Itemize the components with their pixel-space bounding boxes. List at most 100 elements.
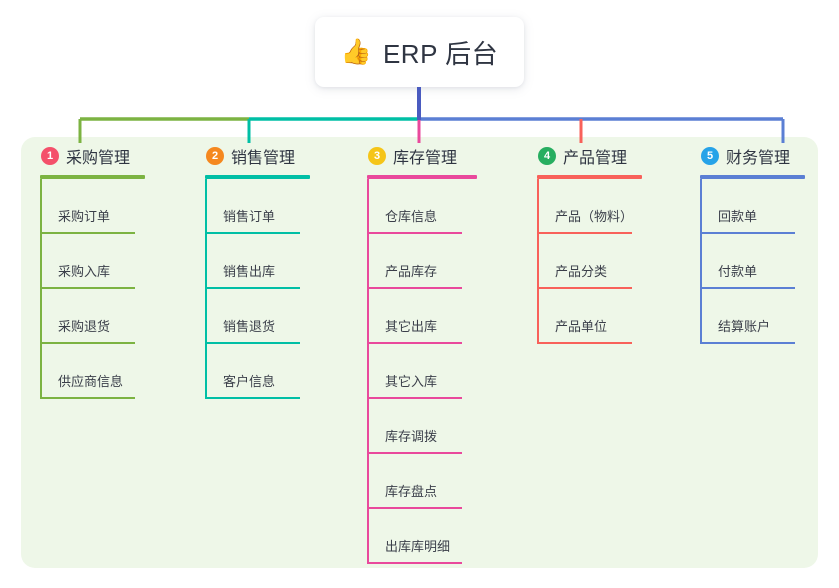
leaf-item[interactable]: 客户信息 (205, 344, 310, 399)
root-node-title: ERP 后台 (382, 38, 499, 69)
column-badge-icon: 3 (368, 147, 386, 165)
leaf-rule (700, 342, 795, 344)
column-spine (40, 179, 42, 399)
leaf-label: 结算账户 (718, 319, 771, 334)
leaf-label: 产品库存 (385, 264, 438, 279)
leaf-item[interactable]: 采购退货 (40, 289, 145, 344)
column-spine (537, 179, 539, 344)
leaf-rule (367, 452, 462, 454)
column-spine (205, 179, 207, 399)
leaf-label: 付款单 (718, 264, 758, 279)
column-2: 2 销售管理销售订单销售出库销售退货客户信息 (205, 143, 310, 399)
leaf-rule (205, 342, 300, 344)
column-leaf-list: 销售订单销售出库销售退货客户信息 (205, 179, 310, 399)
leaf-rule (40, 232, 135, 234)
column-header-2[interactable]: 2 销售管理 (205, 143, 310, 169)
leaf-item[interactable]: 结算账户 (700, 289, 805, 344)
leaf-rule (40, 397, 135, 399)
leaf-label: 供应商信息 (58, 374, 124, 389)
leaf-rule (205, 287, 300, 289)
leaf-item[interactable]: 出库库明细 (367, 509, 477, 564)
leaf-rule (700, 287, 795, 289)
leaf-item[interactable]: 付款单 (700, 234, 805, 289)
leaf-item[interactable]: 库存盘点 (367, 454, 477, 509)
leaf-label: 采购订单 (58, 209, 111, 224)
leaf-label: 客户信息 (223, 374, 276, 389)
leaf-rule (40, 287, 135, 289)
leaf-rule (700, 232, 795, 234)
diagram-panel (21, 137, 818, 568)
leaf-rule (205, 397, 300, 399)
column-title: 销售管理 (231, 150, 296, 167)
column-title: 采购管理 (66, 150, 131, 167)
column-title: 库存管理 (393, 150, 458, 167)
leaf-label: 销售订单 (223, 209, 276, 224)
leaf-label: 出库库明细 (385, 539, 451, 554)
leaf-item[interactable]: 其它出库 (367, 289, 477, 344)
leaf-item[interactable]: 产品分类 (537, 234, 642, 289)
leaf-item[interactable]: 采购订单 (40, 179, 145, 234)
leaf-label: 回款单 (718, 209, 758, 224)
leaf-rule (367, 507, 462, 509)
root-node-card[interactable]: 👍 ERP 后台 (315, 17, 524, 87)
column-header-rule (700, 175, 805, 179)
column-badge-icon: 2 (206, 147, 224, 165)
column-4: 4 产品管理产品（物料） 产品分类产品单位 (537, 143, 642, 344)
leaf-item[interactable]: 产品库存 (367, 234, 477, 289)
leaf-label: 销售出库 (223, 264, 276, 279)
column-leaf-list: 采购订单采购入库采购退货供应商信息 (40, 179, 145, 399)
column-spine (700, 179, 702, 344)
leaf-label: 产品（物料） (555, 209, 634, 224)
leaf-label: 库存调拨 (385, 429, 438, 444)
leaf-item[interactable]: 库存调拨 (367, 399, 477, 454)
column-header-4[interactable]: 4 产品管理 (537, 143, 642, 169)
leaf-label: 仓库信息 (385, 209, 438, 224)
column-title: 财务管理 (726, 150, 791, 167)
column-spine (367, 179, 369, 564)
leaf-rule (367, 232, 462, 234)
leaf-rule (367, 562, 462, 564)
column-header-1[interactable]: 1 采购管理 (40, 143, 145, 169)
column-leaf-list: 仓库信息产品库存其它出库其它入库库存调拨库存盘点出库库明细 (367, 179, 477, 564)
leaf-rule (40, 342, 135, 344)
leaf-label: 采购退货 (58, 319, 111, 334)
column-leaf-list: 回款单付款单结算账户 (700, 179, 805, 344)
column-3: 3 库存管理仓库信息产品库存其它出库其它入库库存调拨库存盘点出库库明细 (367, 143, 477, 564)
leaf-label: 采购入库 (58, 264, 111, 279)
leaf-item[interactable]: 供应商信息 (40, 344, 145, 399)
leaf-label: 其它出库 (385, 319, 438, 334)
leaf-item[interactable]: 其它入库 (367, 344, 477, 399)
leaf-label: 其它入库 (385, 374, 438, 389)
leaf-label: 销售退货 (223, 319, 276, 334)
column-header-3[interactable]: 3 库存管理 (367, 143, 477, 169)
column-header-rule (537, 175, 642, 179)
leaf-item[interactable]: 采购入库 (40, 234, 145, 289)
leaf-rule (537, 342, 632, 344)
leaf-rule (537, 287, 632, 289)
root-node-content: 👍 ERP 后台 (341, 34, 498, 71)
column-badge-icon: 4 (538, 147, 556, 165)
column-1: 1 采购管理采购订单采购入库采购退货供应商信息 (40, 143, 145, 399)
column-header-5[interactable]: 5 财务管理 (700, 143, 805, 169)
leaf-item[interactable]: 销售退货 (205, 289, 310, 344)
leaf-item[interactable]: 仓库信息 (367, 179, 477, 234)
leaf-item[interactable]: 销售出库 (205, 234, 310, 289)
column-header-rule (367, 175, 477, 179)
leaf-rule (537, 232, 632, 234)
leaf-item[interactable]: 回款单 (700, 179, 805, 234)
leaf-item[interactable]: 产品单位 (537, 289, 642, 344)
column-title: 产品管理 (563, 150, 628, 167)
column-header-rule (40, 175, 145, 179)
leaf-rule (367, 397, 462, 399)
column-header-rule (205, 175, 310, 179)
leaf-rule (367, 287, 462, 289)
leaf-item[interactable]: 产品（物料） (537, 179, 642, 234)
leaf-rule (367, 342, 462, 344)
leaf-rule (205, 232, 300, 234)
column-leaf-list: 产品（物料） 产品分类产品单位 (537, 179, 642, 344)
leaf-item[interactable]: 销售订单 (205, 179, 310, 234)
column-5: 5 财务管理回款单付款单结算账户 (700, 143, 805, 344)
column-badge-icon: 5 (701, 147, 719, 165)
column-badge-icon: 1 (41, 147, 59, 165)
